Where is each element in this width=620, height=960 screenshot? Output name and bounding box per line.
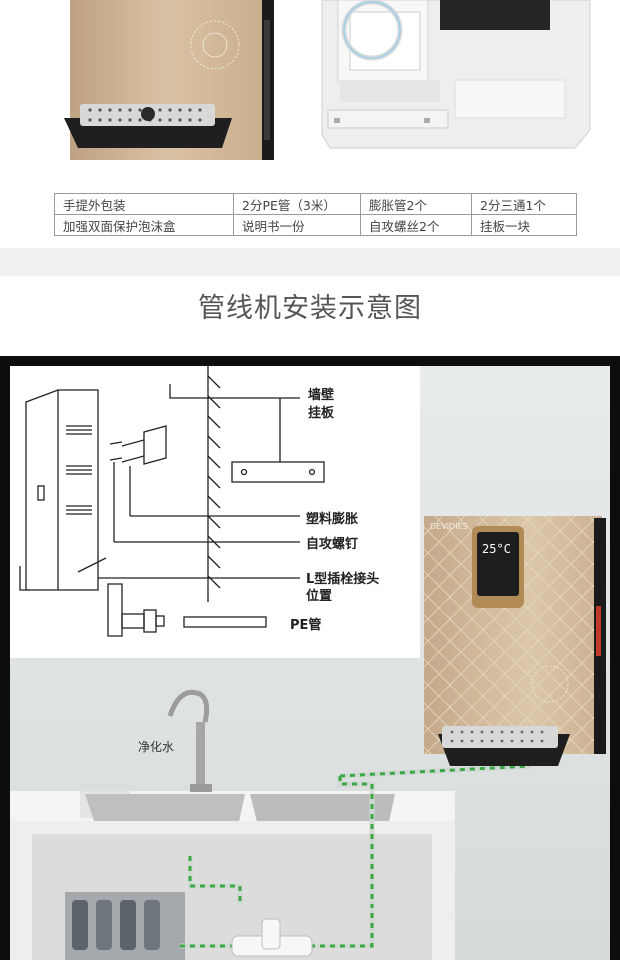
label-wall: 墙壁 — [308, 388, 335, 403]
table-cell: 自攻螺丝2个 — [360, 214, 472, 236]
label-l-plug: L型插栓接头 — [306, 572, 380, 587]
table-cell: 挂板一块 — [471, 214, 577, 236]
device-display-temp: 25°C — [482, 542, 511, 556]
label-hanging-plate: 挂板 — [308, 406, 335, 421]
label-l-plug-position: 位置 — [306, 589, 333, 604]
label-self-tapping-screw: 自攻螺钉 — [306, 537, 359, 552]
title-band — [0, 276, 620, 356]
label-pe-pipe: PE管 — [290, 618, 322, 633]
installation-diagram: 墙壁 挂板 塑料膨胀 自攻螺钉 L型插栓接头 位置 PE管 净化水 DEVIDI… — [10, 366, 610, 960]
table-cell: 2分三通1个 — [471, 193, 577, 215]
table-row: 手提外包装 2分PE管（3米） 膨胀管2个 2分三通1个 — [54, 193, 577, 215]
table-row: 加强双面保护泡沫盒 说明书一份 自攻螺丝2个 挂板一块 — [54, 214, 577, 236]
package-photo — [64, 0, 591, 160]
package-contents-section: 手提外包装 2分PE管（3米） 膨胀管2个 2分三通1个 加强双面保护泡沫盒 说… — [0, 0, 620, 248]
label-purified-water: 净化水 — [138, 740, 175, 754]
table-cell: 加强双面保护泡沫盒 — [54, 214, 234, 236]
section-divider — [0, 248, 620, 276]
section-title: 管线机安装示意图 — [198, 293, 422, 324]
kitchen-scene — [10, 366, 610, 960]
label-plastic-expansion: 塑料膨胀 — [306, 512, 359, 527]
device-brand: DEVIDIES — [430, 522, 468, 531]
table-cell: 膨胀管2个 — [360, 193, 472, 215]
table-cell: 手提外包装 — [54, 193, 234, 215]
table-cell: 说明书一份 — [233, 214, 361, 236]
table-cell: 2分PE管（3米） — [233, 193, 361, 215]
package-contents-table: 手提外包装 2分PE管（3米） 膨胀管2个 2分三通1个 加强双面保护泡沫盒 说… — [54, 193, 577, 236]
